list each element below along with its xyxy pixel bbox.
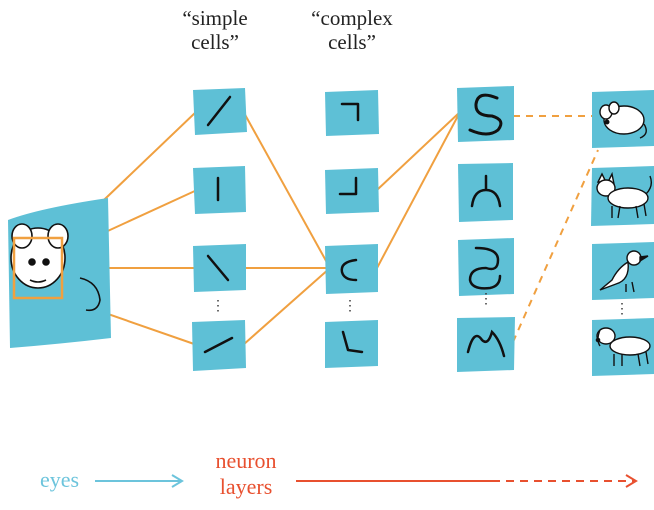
complex-cells-label-line2: cells” [328, 30, 376, 54]
bird-icon [599, 250, 649, 293]
connector [376, 111, 461, 269]
s-curve-icon [468, 93, 503, 136]
complex-cells-column: ⋮ [325, 90, 379, 368]
shape-cell [457, 317, 515, 372]
diagonal-line-icon [206, 254, 230, 282]
object-cell [592, 318, 654, 376]
complex-cell [325, 244, 378, 294]
ellipsis: ⋮ [211, 299, 225, 314]
object-cells-column: ⋮ [591, 90, 654, 376]
neuron-layers-label: neuron layers [198, 448, 294, 500]
mouse-icon [599, 101, 647, 139]
shape-cell [458, 238, 514, 296]
corner-icon [340, 102, 360, 122]
object-cell [592, 90, 654, 148]
eyes-label: eyes [40, 467, 80, 492]
simple-cell [193, 166, 246, 214]
shape-cell [458, 163, 513, 222]
corner-icon [338, 176, 358, 196]
diagonal-line-icon [206, 95, 232, 127]
neuron-label-line1: neuron [215, 448, 277, 473]
simple-cells-label-line1: “simple [182, 6, 248, 30]
eyes-arrowhead [171, 474, 184, 488]
shape-cell [457, 86, 514, 142]
simple-cells-label-line2: cells” [191, 30, 239, 54]
ellipsis: ⋮ [343, 299, 357, 314]
ellipsis: ⋮ [615, 302, 629, 317]
dog-icon [595, 327, 651, 367]
curve-icon [340, 258, 358, 282]
diagonal-line-icon [203, 336, 234, 354]
dashed-connector [512, 149, 599, 343]
connector [242, 110, 331, 269]
connector [376, 111, 461, 191]
complex-cell [325, 90, 379, 136]
corner-icon [341, 330, 364, 354]
complex-cell [325, 168, 379, 214]
neuron-label-line2: layers [219, 474, 273, 499]
shape-cells-column: ⋮ [457, 86, 515, 372]
eye-input-panel [8, 198, 111, 348]
hook-icon [468, 246, 502, 290]
connections [61, 110, 599, 346]
cat-icon [596, 171, 653, 219]
complex-cell [325, 320, 378, 368]
simple-cells-label: “simple cells” [160, 6, 270, 54]
fork-icon [470, 174, 502, 208]
object-cell [591, 166, 654, 226]
complex-cells-label: “complex cells” [292, 6, 412, 54]
simple-cell [193, 88, 247, 135]
receptive-field-box [12, 236, 64, 300]
simple-cells-column: ⋮ [192, 88, 247, 371]
neuron-arrowhead [625, 474, 638, 488]
complex-cells-label-line1: “complex [311, 6, 393, 30]
connector [242, 267, 331, 346]
object-cell [592, 242, 654, 300]
ellipsis: ⋮ [479, 292, 493, 307]
simple-cell [192, 320, 246, 371]
arch-icon [466, 329, 506, 358]
flow-arrows [95, 474, 638, 488]
simple-cell [193, 244, 246, 292]
